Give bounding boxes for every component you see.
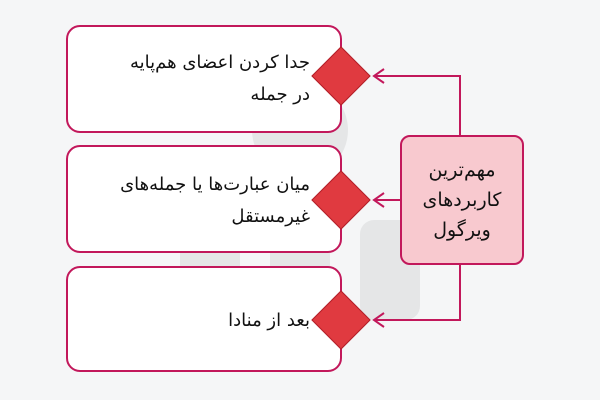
item-label-2-line2: غیرمستقل	[231, 206, 310, 227]
arrowhead-icon	[372, 68, 385, 84]
item-label-1: جدا کردن اعضای هم‌پایه در جمله	[130, 47, 310, 111]
central-concept-line3: ویرگول	[433, 219, 491, 241]
item-label-2: میان عبارت‌ها یا جمله‌های غیرمستقل	[120, 169, 310, 233]
central-concept-line2: کاربردهای	[422, 189, 502, 211]
connector-line-bottom	[376, 265, 461, 321]
item-label-3: بعد از منادا	[228, 305, 310, 337]
arrowhead-icon	[372, 312, 385, 328]
connector-line-top	[376, 75, 461, 135]
item-label-2-line1: میان عبارت‌ها یا جمله‌های	[120, 174, 310, 195]
central-concept-label: مهم‌ترین کاربردهای ویرگول	[423, 155, 502, 245]
central-concept-box: مهم‌ترین کاربردهای ویرگول	[400, 135, 524, 265]
item-box-2: میان عبارت‌ها یا جمله‌های غیرمستقل	[66, 145, 342, 253]
arrowhead-icon	[372, 192, 385, 208]
item-label-1-line1: جدا کردن اعضای هم‌پایه	[129, 52, 310, 73]
item-label-1-line2: در جمله	[250, 84, 310, 105]
central-concept-line1: مهم‌ترین	[428, 159, 496, 181]
item-box-3: بعد از منادا	[66, 266, 342, 372]
item-box-1: جدا کردن اعضای هم‌پایه در جمله	[66, 25, 342, 133]
item-label-3-line1: بعد از منادا	[228, 310, 310, 331]
